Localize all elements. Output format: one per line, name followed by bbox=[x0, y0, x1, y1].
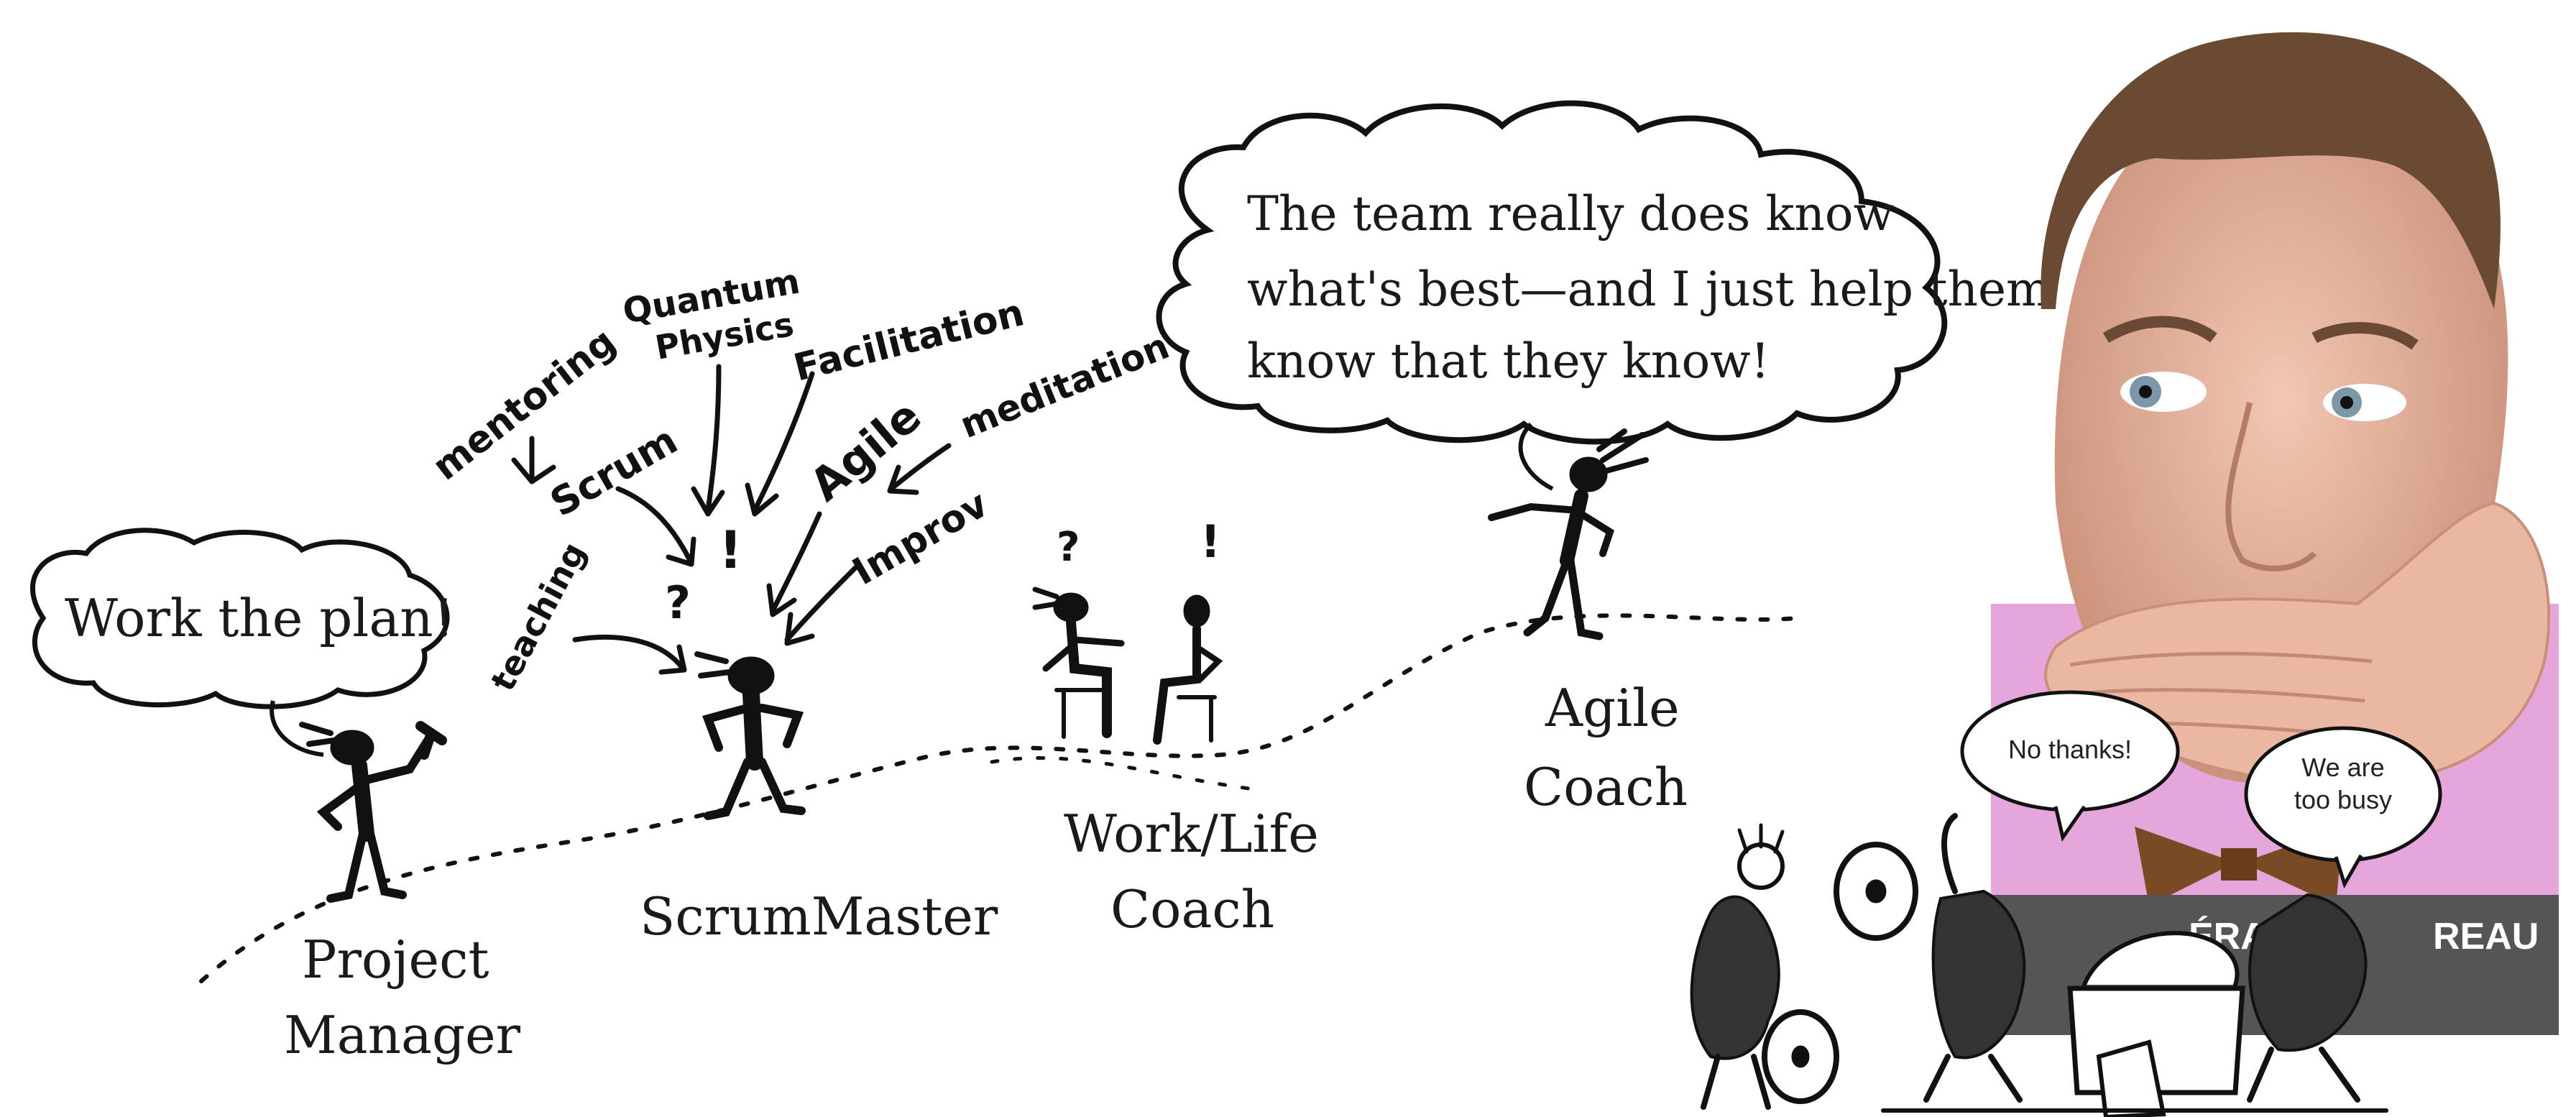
agile-coach-thought-line1: The team really does know bbox=[1247, 186, 1894, 242]
journey-path-branch bbox=[990, 756, 1267, 793]
too-busy-text-line2: too busy bbox=[2294, 785, 2392, 814]
agile-coach-thought-line2: what's best—and I just help them bbox=[1247, 262, 2051, 317]
project-manager-figure bbox=[299, 721, 447, 903]
banner-text-right: REAU bbox=[2433, 916, 2539, 957]
agile-coach-thought-cloud bbox=[1156, 100, 1948, 491]
influence-teaching: teaching bbox=[483, 536, 594, 698]
too-busy-text-line1: We are bbox=[2301, 753, 2384, 782]
project-manager-speech-text: Work the plan! bbox=[65, 588, 454, 648]
work-life-exclaim-mark: ! bbox=[1200, 515, 1220, 568]
no-thanks-text: No thanks! bbox=[2008, 735, 2132, 764]
agile-coach-label-line2: Coach bbox=[1524, 757, 1688, 817]
agile-coach-label-line1: Agile bbox=[1545, 678, 1680, 738]
scrum-master-label: ScrumMaster bbox=[640, 886, 998, 947]
agile-coach-thought-line3: know that they know! bbox=[1247, 334, 1770, 389]
journey-path bbox=[199, 613, 1799, 983]
influence-exclaim-mark: ! bbox=[719, 520, 742, 580]
project-manager-speech-bubble bbox=[30, 528, 450, 757]
work-life-coach-label-line1: Work/Life bbox=[1064, 804, 1319, 864]
project-manager-label-line2: Manager bbox=[284, 1005, 521, 1065]
square-wheels-cartoon bbox=[1690, 813, 2388, 1117]
influence-improv: Improv bbox=[846, 482, 996, 594]
influence-scrum: Scrum bbox=[543, 418, 685, 526]
agile-coach-figure bbox=[1488, 428, 1649, 640]
too-busy-bubble bbox=[2244, 726, 2442, 889]
project-manager-label-line1: Project bbox=[302, 929, 489, 990]
influence-facilitation: Facilitation bbox=[790, 291, 1029, 390]
work-life-coach-figures bbox=[1032, 587, 1223, 745]
work-life-question-mark: ? bbox=[1057, 524, 1080, 571]
no-thanks-bubble bbox=[1960, 690, 2180, 842]
scrum-master-figure bbox=[694, 651, 806, 820]
influence-arrows bbox=[511, 364, 952, 675]
influence-question-mark: ? bbox=[665, 576, 691, 629]
work-life-coach-label-line2: Coach bbox=[1110, 879, 1274, 939]
